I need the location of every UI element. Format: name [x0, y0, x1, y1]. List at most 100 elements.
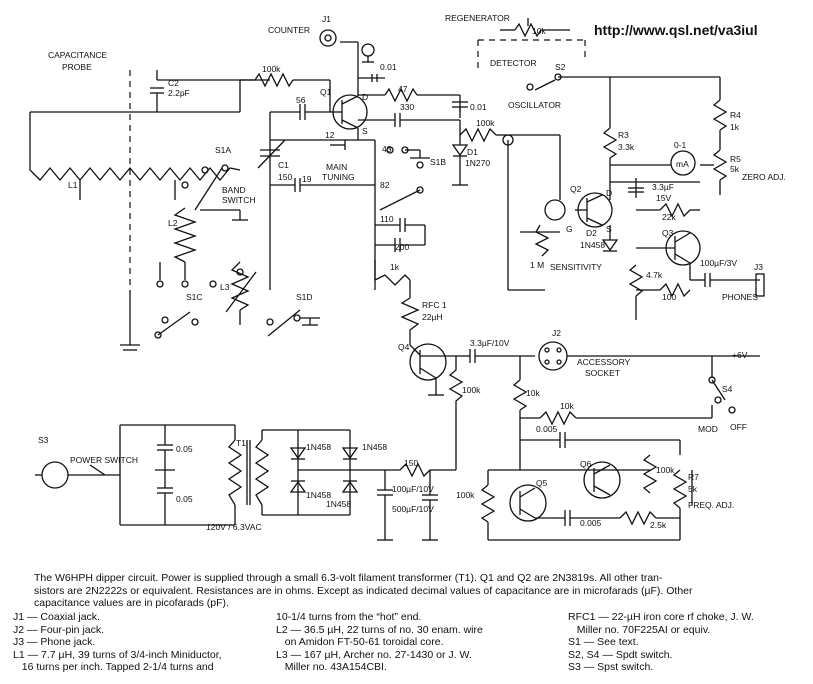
parts-list-item: on Amidon FT-50-61 toroidal core. — [276, 636, 444, 648]
label-r5: R5 — [730, 154, 741, 164]
parts-list-item: S1 — See text. — [568, 636, 639, 648]
label-r100k-mid: 100k — [476, 118, 495, 128]
label-r3: R3 — [618, 130, 629, 140]
label-c001-b: 0.01 — [470, 102, 487, 112]
label-q2-d: D — [606, 188, 612, 198]
label-q1-s: S — [362, 126, 368, 136]
label-s1a: S1A — [215, 145, 231, 155]
label-rfc1-val: 22µH — [422, 312, 443, 322]
parts-list-item: J3 — Phone jack. — [13, 636, 96, 648]
label-main-tuning-2: TUNING — [322, 172, 355, 182]
label-r3-val: 3.3k — [618, 142, 635, 152]
label-c110: 110 — [380, 214, 394, 224]
label-plus6v: +6V — [732, 350, 748, 360]
label-d1-type: 1N270 — [465, 158, 490, 168]
label-band-switch-1: BAND — [222, 185, 246, 195]
label-s4: S4 — [722, 384, 733, 394]
label-r4: R4 — [730, 110, 741, 120]
label-c33uf-15v: 3.3µF — [652, 182, 674, 192]
schematic-diagram: CAPACITANCE PROBE COUNTER J1 REGENERATOR… — [29, 13, 786, 541]
label-s3: S3 — [38, 435, 49, 445]
parts-list-item: L1 — 7.7 µH, 39 turns of 3/4-inch Minidu… — [13, 648, 222, 661]
parts-list-item: Miller no. 43A154CBI. — [276, 661, 387, 673]
label-r25k: 2.5k — [650, 520, 667, 530]
label-phones: PHONES — [722, 292, 758, 302]
parts-list-item: S2, S4 — Spdt switch. — [568, 648, 673, 661]
caption-line-2: sistors are 2N2222s or equivalent. Resis… — [34, 584, 693, 597]
label-sensitivity: SENSITIVITY — [550, 262, 602, 272]
label-capacitance-probe-2: PROBE — [62, 62, 92, 72]
parts-list-item: RFC1 — 22-µH iron core rf choke, J. W. — [568, 611, 754, 623]
label-q2-g: G — [566, 224, 573, 234]
parts-list-item: L2 — 36.5 µH, 22 turns of no. 30 enam. w… — [276, 623, 483, 636]
label-s1b: S1B — [430, 157, 446, 167]
label-c0005-a: 0.005 — [536, 424, 558, 434]
label-s1d: S1D — [296, 292, 313, 302]
label-r47k: 4.7k — [646, 270, 663, 280]
label-d2-type: 1N458 — [580, 240, 605, 250]
label-c100uf: 100µF/3V — [700, 258, 737, 268]
label-r47: 47 — [398, 84, 408, 94]
label-m01: 0-1 — [674, 140, 687, 150]
label-q2-s: S — [606, 224, 612, 234]
label-d2: D2 — [586, 228, 597, 238]
caption-line-3: capacitance values are in picofarads (pF… — [34, 597, 229, 609]
label-t1: T1 — [236, 438, 246, 448]
label-r7-val: 5k — [688, 484, 698, 494]
label-j1: J1 — [322, 14, 331, 24]
parts-list-item: J1 — Coaxial jack. — [13, 611, 100, 623]
label-r10k-q4: 10k — [526, 388, 540, 398]
label-c33uf: 3.3µF/10V — [470, 338, 510, 348]
label-c005-b: 0.05 — [176, 494, 193, 504]
label-mod: MOD — [698, 424, 718, 434]
parts-list-item: J2 — Four-pin jack. — [13, 623, 105, 636]
label-r150: 150 — [404, 458, 418, 468]
label-main-tuning-1: MAIN — [326, 162, 347, 172]
label-counter: COUNTER — [268, 25, 310, 35]
label-in458-a: 1N458 — [306, 442, 331, 452]
label-q4: Q4 — [398, 342, 410, 352]
label-c1: C1 — [278, 160, 289, 170]
label-q6: Q6 — [580, 459, 592, 469]
label-accessory-1: ACCESSORY — [577, 357, 631, 367]
label-c100uf10v: 100µF/10V — [392, 484, 434, 494]
label-r7: R7 — [688, 472, 699, 482]
parts-list-item: S3 — Spst switch. — [568, 661, 654, 673]
label-l2: L2 — [168, 218, 178, 228]
parts-list-item: L3 — 167 µH, Archer no. 27-1430 or J. W. — [276, 648, 472, 661]
label-r100k-top: 100k — [262, 64, 281, 74]
label-in458-d: 1N458 — [326, 499, 351, 509]
label-freq-adj: FREQ. ADJ. — [688, 500, 734, 510]
parts-list-col-1: J1 — Coaxial jack. J2 — Four-pin jack. J… — [13, 611, 222, 674]
label-oscillator: OSCILLATOR — [508, 100, 561, 110]
label-l3: L3 — [220, 282, 230, 292]
label-j2: J2 — [552, 328, 561, 338]
probe-section — [29, 70, 320, 351]
q4-section — [409, 341, 760, 470]
label-r22k: 22k — [662, 212, 676, 222]
label-j3: J3 — [754, 262, 763, 272]
label-accessory-2: SOCKET — [585, 368, 620, 378]
label-r5-val: 5k — [730, 164, 740, 174]
label-c12: 12 — [325, 130, 335, 140]
label-d1: D1 — [467, 147, 478, 157]
label-mains: 120V / 6.3VAC — [206, 522, 262, 532]
label-r4-val: 1k — [730, 122, 740, 132]
label-q1: Q1 — [320, 87, 332, 97]
label-r10k-mod: 10k — [560, 401, 574, 411]
label-c2-val: 2.2pF — [168, 88, 190, 98]
label-r10k-top: 10k — [532, 26, 546, 36]
figure-caption: The W6HPH dipper circuit. Power is suppl… — [34, 572, 794, 610]
label-q5-osc: Q5 — [536, 478, 548, 488]
label-band-switch-2: SWITCH — [222, 195, 256, 205]
label-ma: mA — [676, 159, 689, 169]
label-l1: L1 — [68, 180, 78, 190]
label-r100: 100 — [662, 292, 676, 302]
label-rfc1: RFC 1 — [422, 300, 447, 310]
label-in458-b: 1N458 — [362, 442, 387, 452]
detector-section — [477, 18, 765, 320]
source-url: http://www.qsl.net/va3iul — [594, 22, 758, 38]
label-in458-c: 1N458 — [306, 490, 331, 500]
parts-list-col-3: RFC1 — 22-µH iron core rf choke, J. W. M… — [568, 611, 754, 674]
label-r100k-q5: 100k — [456, 490, 475, 500]
